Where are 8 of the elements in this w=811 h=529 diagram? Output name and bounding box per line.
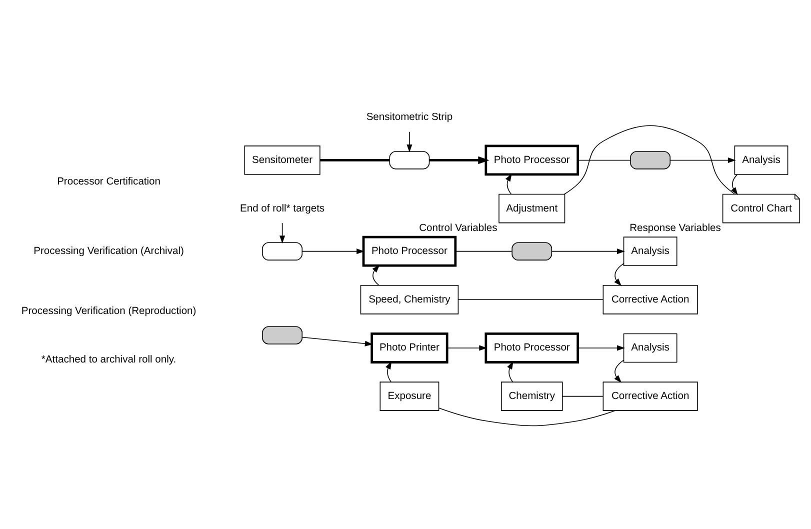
label: *Attached to archival roll only. — [41, 354, 176, 366]
label: Processing Verification (Archival) — [34, 246, 184, 258]
node-text: End of roll* targets — [240, 203, 325, 214]
node-label: Control Variables — [419, 223, 498, 234]
label: Processing Verification (Reproduction) — [21, 306, 196, 318]
label: Processor Certification — [57, 176, 160, 188]
node-label: Response Variables — [630, 223, 721, 234]
node-text: Sensitometric Strip — [366, 112, 453, 124]
